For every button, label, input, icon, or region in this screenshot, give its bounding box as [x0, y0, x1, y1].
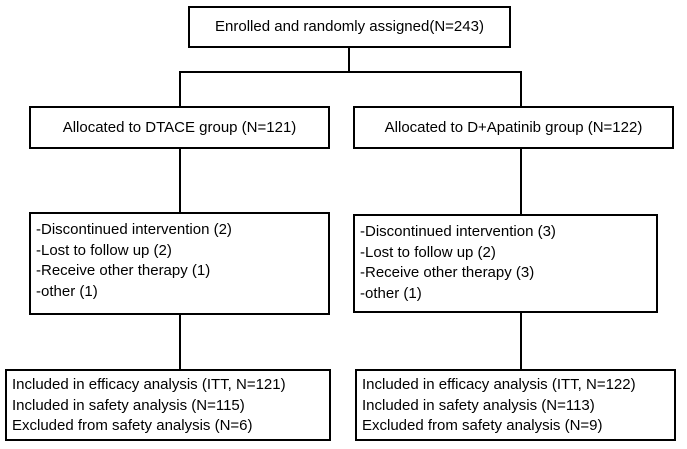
dtace-analysis-box: Included in efficacy analysis (ITT, N=12…	[5, 369, 331, 441]
dtace-allocation-box: Allocated to DTACE group (N=121)	[29, 106, 330, 149]
apatinib-dropout-item: -other (1)	[360, 284, 422, 302]
apatinib-dropout-item: -Receive other therapy (3)	[360, 264, 535, 281]
apatinib-allocation-label: Allocated to D+Apatinib group (N=122)	[384, 118, 643, 136]
apatinib-analysis-item: Included in safety analysis (N=113)	[362, 396, 595, 414]
apatinib-allocation-box: Allocated to D+Apatinib group (N=122)	[353, 106, 674, 149]
dtace-dropout-item: -Lost to follow up (2)	[36, 241, 172, 259]
dtace-analysis-item: Excluded from safety analysis (N=6)	[12, 417, 253, 434]
dtace-analysis-item: Included in safety analysis (N=115)	[12, 396, 245, 414]
apatinib-dropouts-box: -Discontinued intervention (3) -Lost to …	[353, 214, 658, 313]
dtace-analysis-item: Included in efficacy analysis (ITT, N=12…	[12, 376, 286, 393]
dtace-dropout-item: -other (1)	[36, 282, 98, 300]
apatinib-dropout-item: -Lost to follow up (2)	[360, 243, 496, 261]
enrolled-label: Enrolled and randomly assigned(N=243)	[215, 18, 484, 35]
dtace-allocation-label: Allocated to DTACE group (N=121)	[62, 118, 297, 136]
dtace-dropout-item: -Discontinued intervention (2)	[36, 221, 232, 238]
dtace-dropout-item: -Receive other therapy (1)	[36, 262, 211, 279]
apatinib-analysis-item: Included in efficacy analysis (ITT, N=12…	[362, 376, 636, 393]
apatinib-analysis-item: Excluded from safety analysis (N=9)	[362, 417, 603, 434]
apatinib-dropout-item: -Discontinued intervention (3)	[360, 223, 556, 240]
enrolled-box: Enrolled and randomly assigned(N=243)	[188, 6, 511, 48]
apatinib-analysis-box: Included in efficacy analysis (ITT, N=12…	[355, 369, 676, 441]
dtace-dropouts-box: -Discontinued intervention (2) -Lost to …	[29, 212, 330, 315]
